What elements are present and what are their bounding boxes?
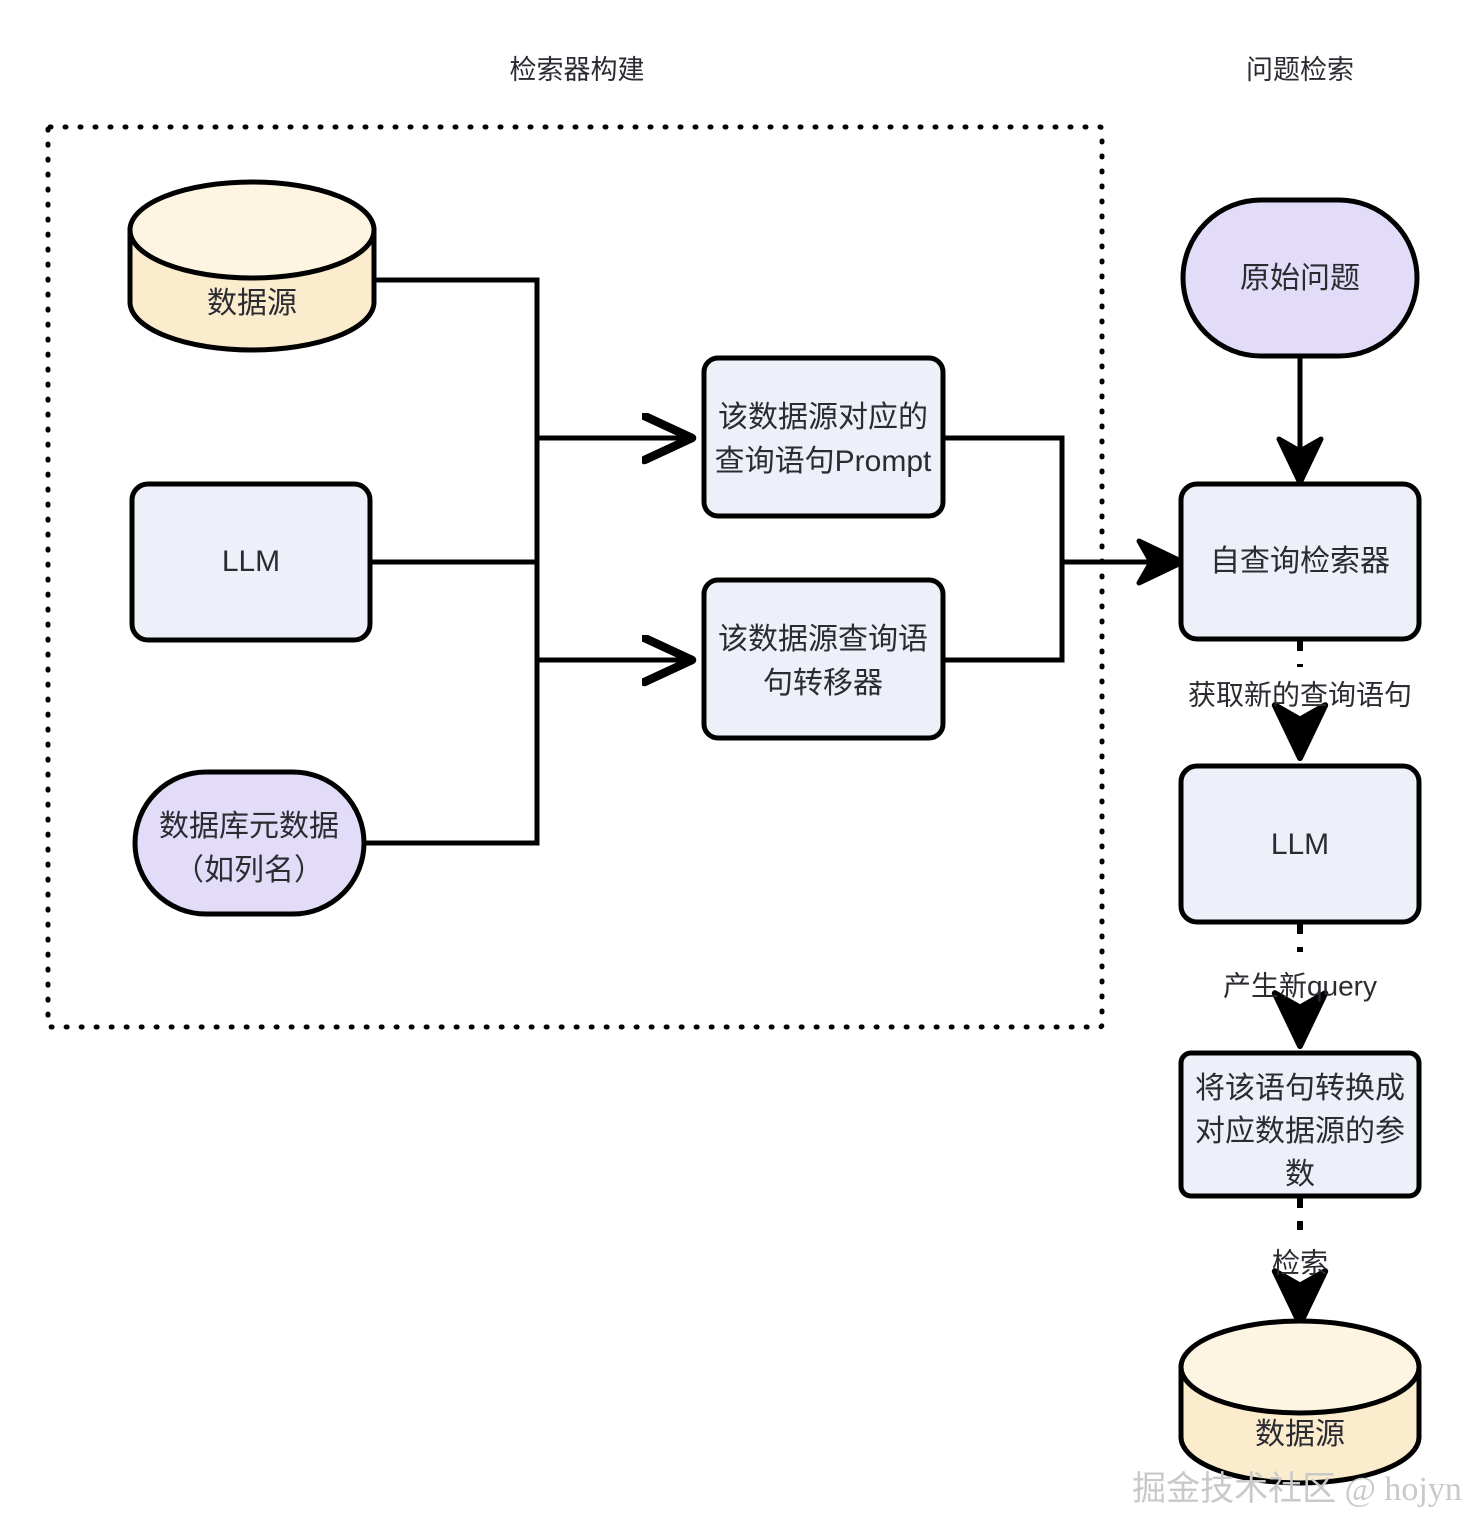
- node-label-line2: 句转移器: [763, 667, 883, 700]
- node-label-line1: 数据库元数据: [159, 810, 339, 843]
- node-query-prompt-box[interactable]: 该数据源对应的 查询语句Prompt: [701, 355, 946, 519]
- node-llm-left[interactable]: LLM: [129, 481, 373, 643]
- section-title-right: 问题检索: [1246, 55, 1354, 85]
- cylinder-top-ellipse: [127, 179, 377, 281]
- edge-metadata-to-bus: [364, 660, 540, 846]
- node-label-line2: 查询语句Prompt: [715, 445, 932, 478]
- edge-label-produce-new-query: 产生新query: [1223, 970, 1377, 1001]
- edge-prompt-to-rightbus: [943, 435, 1065, 562]
- edge-label-retrieve: 检索: [1272, 1247, 1328, 1278]
- edge-translator-to-rightbus: [943, 562, 1065, 663]
- node-label-line3: 数: [1285, 1158, 1315, 1191]
- node-convert-to-params-box[interactable]: 将该语句转换成 对应数据源的参 数: [1178, 1050, 1422, 1199]
- node-label: 数据源: [207, 287, 297, 320]
- node-label: 原始问题: [1240, 262, 1360, 295]
- section-title-left: 检索器构建: [510, 55, 645, 85]
- edge-label-get-new-query: 获取新的查询语句: [1188, 679, 1412, 710]
- node-self-query-retriever[interactable]: 自查询检索器: [1178, 481, 1422, 642]
- node-original-question[interactable]: 原始问题: [1180, 197, 1420, 359]
- watermark-text: 掘金技术社区 @ hojyn: [1132, 1470, 1462, 1508]
- node-label: 自查询检索器: [1210, 545, 1390, 578]
- node-label-line1: 该数据源对应的: [718, 401, 928, 434]
- cylinder-top-ellipse: [1178, 1318, 1422, 1416]
- node-label-line2: （如列名）: [174, 854, 324, 887]
- node-label: 数据源: [1255, 1418, 1345, 1451]
- node-data-source-left[interactable]: 数据源: [127, 179, 377, 353]
- node-label-line1: 该数据源查询语: [718, 623, 928, 656]
- node-label: LLM: [222, 545, 280, 578]
- node-label: LLM: [1271, 828, 1329, 861]
- node-label-line1: 将该语句转换成: [1195, 1072, 1405, 1105]
- node-llm-right[interactable]: LLM: [1178, 763, 1422, 925]
- node-db-metadata[interactable]: 数据库元数据 （如列名）: [132, 769, 367, 917]
- node-query-translator-box[interactable]: 该数据源查询语 句转移器: [701, 577, 946, 741]
- edge-datasource-to-bus: [374, 277, 540, 438]
- retriever-build-group-container: [45, 124, 1105, 1030]
- node-label-line2: 对应数据源的参: [1195, 1115, 1405, 1148]
- node-data-source-right[interactable]: 数据源: [1178, 1318, 1422, 1486]
